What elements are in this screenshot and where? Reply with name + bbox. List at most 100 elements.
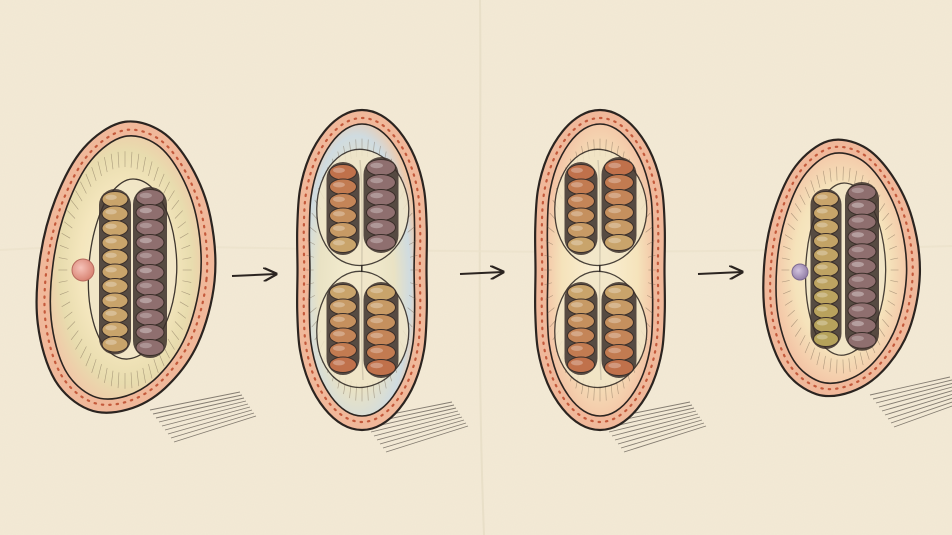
stage-1-chromosome-right-band	[135, 204, 165, 221]
stage-2-chromosome-top-right-band	[366, 234, 396, 251]
stage-2-chromosome-bottom-left-band	[329, 327, 357, 344]
stage-4-chromosome-right-band	[847, 332, 877, 349]
stage-3-cell	[534, 108, 707, 453]
stage-4-chromosome-left-band	[813, 317, 839, 333]
stage-3-chromosome-bottom-right	[601, 282, 637, 378]
stage-1-chromosome-right-band	[135, 234, 165, 251]
stage-2-chromosome-top-left-band	[329, 222, 357, 239]
stage-1-chromosome-right-band	[135, 264, 165, 281]
stage-4-chromosome-left-band	[813, 331, 839, 347]
stage-4-chromosome-left-band	[813, 247, 839, 263]
stage-3-chromosome-top-right-band	[604, 159, 634, 176]
stage-1-membrane-dots	[43, 128, 209, 406]
stage-1-chromosome-left-band	[101, 205, 129, 222]
stage-2-chromosome-top-right-band	[366, 204, 396, 221]
stage-3-chromosome-top-left-band	[567, 193, 595, 210]
stage-2-chromosome-bottom-left-band	[329, 298, 357, 315]
stage-1-chromosome-right-band	[135, 249, 165, 266]
stage-4-chromosome-right-band	[847, 213, 877, 231]
stage-4-chromosome-left-band	[813, 289, 839, 305]
stage-3-chromosome-bottom-right-band	[604, 299, 634, 316]
stage-3-chromosome-bottom-left-band	[567, 327, 595, 344]
stage-2-chromosome-bottom-right-band	[366, 344, 396, 361]
stage-4-chromosome-right-band	[847, 302, 877, 320]
stage-arrow-3	[697, 272, 742, 274]
stage-3-chromosome-bottom-right-band	[604, 329, 634, 346]
stage-1-shadow	[149, 391, 257, 443]
stage-3-chromosome-bottom-right-band	[604, 359, 634, 376]
paper-fold	[478, 0, 485, 535]
stage-1-chromosome-right-band	[135, 219, 165, 236]
stage-1-cell	[35, 120, 257, 443]
stage-arrow-1	[231, 274, 276, 276]
stage-arrow-2	[459, 272, 503, 274]
stage-3-chromosome-top-left	[564, 162, 598, 255]
stage-3-chromosome-top-left-band	[567, 164, 595, 181]
stage-3-chromosome-bottom-left-band	[567, 356, 595, 373]
stage-3-chromosome-top-right-band	[604, 219, 634, 236]
stage-1-chromosome-right-band	[135, 309, 165, 326]
stage-4-chromosome-right-band	[847, 198, 877, 216]
stage-3-chromosome-top-left-band	[567, 178, 595, 195]
stage-2-chromosome-bottom-left-band	[329, 313, 357, 330]
stage-1-chromosome-right-band	[135, 294, 165, 311]
stage-1-chromosome-left-band	[101, 278, 129, 295]
stage-4-chromosome-left	[810, 189, 842, 349]
stage-2-chromosome-top-left	[326, 162, 360, 255]
stage-1-chromosome-left-band	[101, 307, 129, 324]
stage-2-chromosome-bottom-right-band	[366, 314, 396, 331]
stage-4-chromosome-left-band	[813, 219, 839, 235]
stage-3-chromosome-bottom-left-band	[567, 313, 595, 330]
stage-4-chromosome-right-band	[847, 184, 877, 201]
stage-2-chromosome-bottom-left-band	[329, 356, 357, 373]
stage-1-chromosome-right	[133, 187, 167, 358]
stage-1-chromosome-right-band	[135, 339, 165, 356]
stage-3-chromosome-top-right	[601, 157, 637, 253]
stage-2-chromosome-top-right-band	[366, 159, 396, 176]
stage-2-chromosome-bottom-left-band	[329, 284, 357, 301]
stage-2-chromosome-bottom-right	[363, 282, 399, 378]
stage-2-chromosome-bottom-right-band	[366, 284, 396, 301]
stage-2-chromosome-top-right-band	[366, 189, 396, 206]
stage-4-cell	[762, 138, 952, 428]
stage-4-chromosome-right-band	[847, 258, 877, 275]
stage-3-membrane-dots	[540, 116, 660, 424]
stage-3-chromosome-top-right-band	[604, 204, 634, 221]
stage-1-chromosome-left-band	[101, 234, 129, 251]
stage-3-chromosome-top-left-band	[567, 222, 595, 239]
stage-4-chromosome-left-band	[813, 191, 839, 207]
stage-2-chromosome-top-left-band	[329, 178, 357, 195]
stage-3-chromosome-bottom-right-band	[604, 314, 634, 331]
stage-2-chromosome-bottom-right-band	[366, 359, 396, 376]
stage-4-chromosome-left-band	[813, 275, 839, 291]
stage-2-chromosome-top-left-band	[329, 193, 357, 210]
stage-2-chromosome-top-right-band	[366, 219, 396, 236]
stage-1-hatching	[58, 151, 192, 389]
stage-2-chromosome-top-left-band	[329, 164, 357, 181]
stage-3-chromosome-bottom-left-band	[567, 298, 595, 315]
stage-4-shadow	[869, 376, 952, 428]
stage-4-nucleolus	[791, 263, 809, 281]
stage-2-chromosome-bottom-left-band	[329, 342, 357, 359]
stage-2-chromosome-bottom-right-band	[366, 299, 396, 316]
stage-1-chromosome-left-band	[101, 336, 129, 353]
stage-3-chromosome-top-right-band	[604, 234, 634, 251]
stage-3-chromosome-bottom-left-band	[567, 284, 595, 301]
stage-2-chromosome-top-left-band	[329, 236, 357, 253]
stage-4-chromosome-left-band	[813, 261, 839, 277]
stage-1-nucleolus	[71, 258, 95, 282]
stage-3-shadow	[599, 401, 707, 453]
stage-2-cell	[296, 108, 469, 453]
stage-4-chromosome-right-band	[847, 317, 877, 335]
stage-2-chromosome-top-left-band	[329, 207, 357, 224]
stage-4-chromosome-right-band	[847, 287, 877, 305]
stage-1-chromosome-left-band	[101, 263, 129, 280]
stage-3-chromosome-top-left-band	[567, 236, 595, 253]
stage-3-chromosome-bottom-right-band	[604, 284, 634, 301]
stage-4-chromosome-right-band	[847, 243, 877, 261]
stage-2-chromosome-top-right	[363, 157, 399, 253]
stage-4-chromosome-left-band	[813, 205, 839, 221]
stage-1-chromosome-left-band	[101, 249, 129, 266]
